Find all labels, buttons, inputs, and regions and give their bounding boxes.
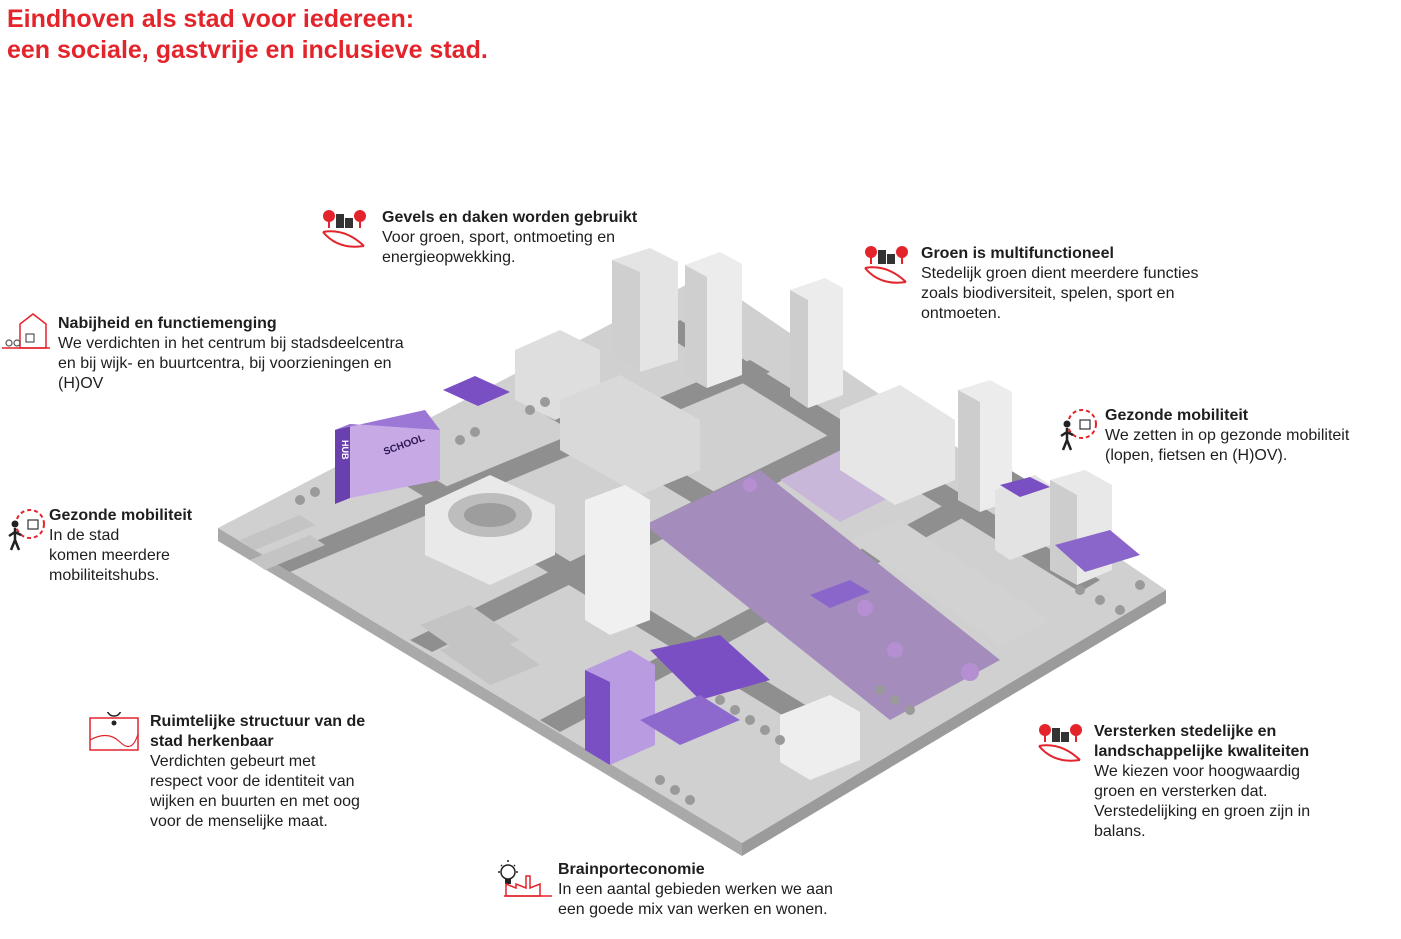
- trees-buildings-leaf-icon: [1038, 724, 1082, 762]
- callout-mobiliteit-rechts-title: Gezonde mobiliteit: [1105, 407, 1249, 424]
- callout-brainport-title: Brainporteconomie: [558, 861, 705, 878]
- grey-buildings: [515, 248, 1112, 780]
- page-title: Eindhoven als stad voor iedereen: een so…: [7, 4, 488, 66]
- trees: [295, 397, 1145, 805]
- walker-mobility-gear-icon: [1060, 409, 1097, 451]
- map-pin-icon: [89, 712, 139, 751]
- title-line-1: Eindhoven als stad voor iedereen:: [7, 5, 415, 33]
- lightbulb-factory-icon: [498, 860, 552, 897]
- hub-label: HUB: [340, 440, 350, 460]
- house-puzzle-icon: [2, 313, 50, 349]
- trees-buildings-leaf-icon: [322, 210, 366, 248]
- callout-mobiliteit-rechts-body: We zetten in op gezonde mobiliteit(lopen…: [1105, 427, 1350, 464]
- row-houses: [240, 515, 540, 685]
- callout-gevels-title: Gevels en daken worden gebruikt: [382, 209, 638, 226]
- walker-mobility-gear-icon: [8, 509, 45, 551]
- stadium: [425, 475, 555, 585]
- callout-nabijheid-title: Nabijheid en functiemenging: [58, 315, 277, 332]
- park-trees: [743, 478, 979, 681]
- purple-buildings: [335, 376, 1140, 765]
- callout-nabijheid-body: We verdichten in het centrum bij stadsde…: [58, 335, 404, 392]
- callout-mobiliteit-links-title: Gezonde mobiliteit: [49, 507, 193, 524]
- title-line-2: een sociale, gastvrije en inclusieve sta…: [7, 36, 488, 64]
- callout-groen-title: Groen is multifunctioneel: [921, 245, 1114, 262]
- trees-buildings-leaf-icon: [864, 246, 908, 284]
